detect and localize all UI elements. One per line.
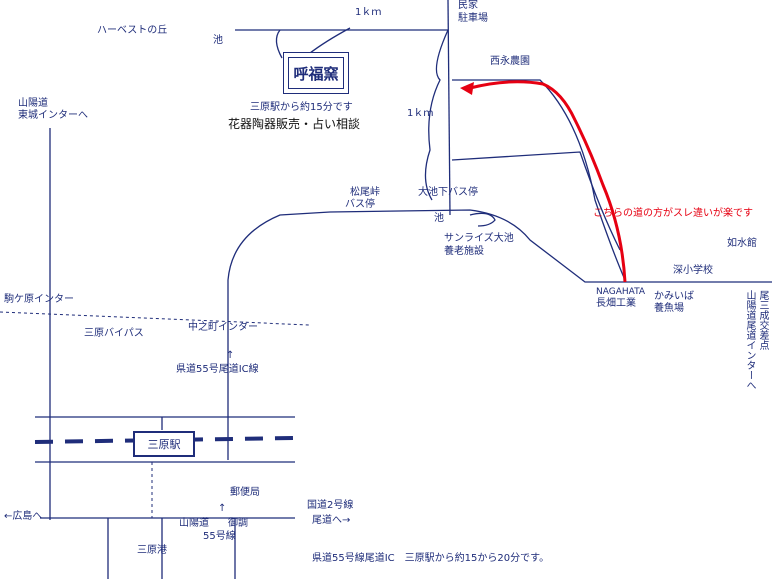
road-vertical-main (447, 0, 451, 216)
sanyo-road-label: 山陽道 (179, 518, 209, 529)
road-left-stream (424, 29, 449, 201)
sanyo-east-ic-label: 山陽道 (18, 98, 48, 109)
road-top-branch (275, 29, 283, 59)
nagahata-en-label: NAGAHATA (596, 287, 646, 297)
nishinaga-farm-label: 西永農園 (490, 56, 530, 67)
km-top-label: 1ｋｍ (355, 7, 382, 18)
komagahara-ic-label: 駒ケ原インター (4, 294, 74, 305)
onomichi-ic-vertical-label: 山陽道尾道インターへ (744, 290, 755, 390)
matsuo-bus-label: バス停 (345, 199, 375, 210)
km-mid-label: 1ｋｍ (407, 108, 434, 119)
pond-mid-label: 池 (434, 213, 444, 224)
footer-note: 県道55号線尾道IC 三原駅から約15から20分です。 (312, 553, 550, 564)
road-east-branch (451, 151, 621, 251)
recommended-route (469, 80, 627, 283)
nakanomachi-ic-label: 中之町インター (188, 322, 258, 333)
road-nishinaga (452, 79, 626, 281)
to-hiroshima-label: ←広島へ (4, 511, 43, 522)
route55-arrow: ↑ (226, 350, 235, 361)
expressway-dashed (0, 311, 311, 326)
josuikan-label: 如水館 (727, 238, 757, 249)
oike-bus-label: 大池下バス停 (418, 187, 478, 198)
mihara-station-label: 三原駅 (147, 438, 181, 451)
pond-top-label: 池 (213, 35, 223, 46)
route-arrowhead (460, 82, 474, 95)
sanyo-east-ic-label-2: 東城インターへ (18, 110, 88, 121)
kamiiba-label: かみいば (654, 291, 694, 302)
route55-label: 県道55号尾道IC線 (176, 364, 259, 375)
kiln-name: 呼福窯 (288, 57, 344, 89)
route55-short-label: 55号線 (203, 531, 236, 542)
parking-label: 駐車場 (458, 13, 488, 24)
kiln-box: 呼福窯 (283, 52, 349, 94)
post-arrow: ↑ (218, 503, 227, 514)
post-office-label: 郵便局 (230, 487, 260, 498)
nagahata-jp-label: 長畑工業 (596, 298, 636, 309)
mihara-port-label: 三原港 (137, 545, 167, 556)
harvest-hill-label: ハーベストの丘 (97, 25, 168, 36)
sannari-vertical-label: 尾三成交差点 (757, 290, 768, 350)
mihara-station-box: 三原駅 (133, 431, 195, 457)
minka-label: 民家 (458, 0, 478, 11)
sunrise-label: サンライズ大池 (444, 233, 514, 244)
matsuo-pass-label: 松尾峠 (350, 187, 380, 198)
mihara-bypass-label: 三原バイパス (84, 328, 144, 339)
mitsugi-label: 御調 (228, 518, 248, 529)
kamiiba-label-2: 養魚場 (654, 303, 684, 314)
kiln-business-label: 花器陶器販売・占い相談 (228, 117, 361, 131)
sunrise-label-2: 養老施設 (444, 246, 484, 257)
route-note-label: こちらの道の方がスレ違いが楽です (593, 208, 753, 219)
road-matsuo (227, 209, 772, 460)
kiln-access-label: 三原駅から約15分です (250, 102, 353, 113)
route2-label: 国道2号線 (307, 500, 354, 511)
road-sunrise (469, 212, 496, 227)
to-onomichi-label: 尾道へ→ (312, 515, 351, 526)
fuka-school-label: 深小学校 (673, 265, 713, 276)
